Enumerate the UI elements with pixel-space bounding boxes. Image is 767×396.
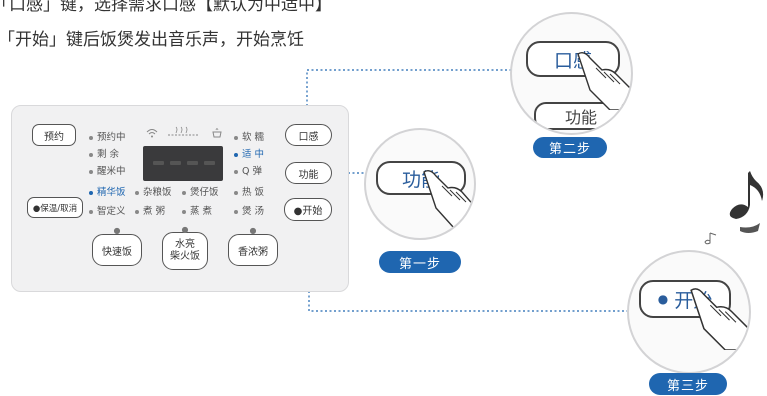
zoom-function-button: 功能 (364, 128, 476, 240)
music-note-icon (704, 171, 764, 245)
firewood-rice-button[interactable]: ● 水亮 柴火饭 (162, 225, 208, 270)
lcd-display (143, 146, 223, 181)
zoom-start-button: ●开始 (627, 250, 751, 374)
zoom-start-key: ●开始 (639, 280, 731, 318)
step-2-badge: 第二步 (533, 137, 607, 158)
pot-icon (212, 128, 222, 138)
menu-grain-rice: 杂粮饭 (135, 184, 172, 198)
menu-custom: 智定义 (89, 203, 126, 217)
texture-button[interactable]: 口感 (285, 124, 332, 146)
hand-pointer-icon (577, 51, 631, 110)
menu-soup: 煲 汤 (234, 203, 264, 217)
function-button[interactable]: 功能 (285, 162, 332, 184)
menu-claypot-rice: 煲仔饭 (182, 184, 219, 198)
step-1-badge: 第一步 (379, 251, 461, 273)
menu-porridge: 煮 粥 (135, 203, 165, 217)
caption-line-1: 「口感」键，选择需求口感【默认为中适中】 (0, 0, 332, 15)
steam-icon (168, 126, 198, 136)
caption-line-2: 「开始」键后饭煲发出音乐声，开始烹饪 (0, 30, 304, 50)
texture-option-medium: 适 中 (234, 146, 264, 160)
control-panel: 预约 ●保温/取消 预约中 剩 余 醒米中 软 糯 适 中 Q 弹 口感 功能 … (11, 105, 349, 292)
quick-rice-button[interactable]: ● 快速饭 (92, 226, 142, 266)
wifi-icon (146, 129, 158, 138)
step-3-badge: 第三步 (649, 373, 727, 395)
texture-option-chewy: Q 弹 (234, 163, 262, 177)
reserve-button[interactable]: 预约 (32, 124, 76, 146)
zoom-texture-button: 口感 功能 (510, 12, 633, 135)
hand-pointer-icon (690, 288, 749, 350)
menu-premium-rice: 精华饭 (89, 184, 126, 198)
start-button[interactable]: ●开始 (284, 198, 332, 221)
status-reserving: 预约中 (89, 129, 126, 143)
texture-option-soft: 软 糯 (234, 129, 264, 143)
porridge-button[interactable]: ● 香浓粥 (228, 226, 278, 266)
keep-warm-cancel-button[interactable]: ●保温/取消 (27, 197, 83, 218)
status-remaining: 剩 余 (89, 146, 119, 160)
hand-pointer-icon (423, 169, 474, 228)
menu-steam: 蒸 煮 (182, 203, 212, 217)
menu-reheat: 热 饭 (234, 184, 264, 198)
status-rice-waking: 醒米中 (89, 163, 126, 177)
